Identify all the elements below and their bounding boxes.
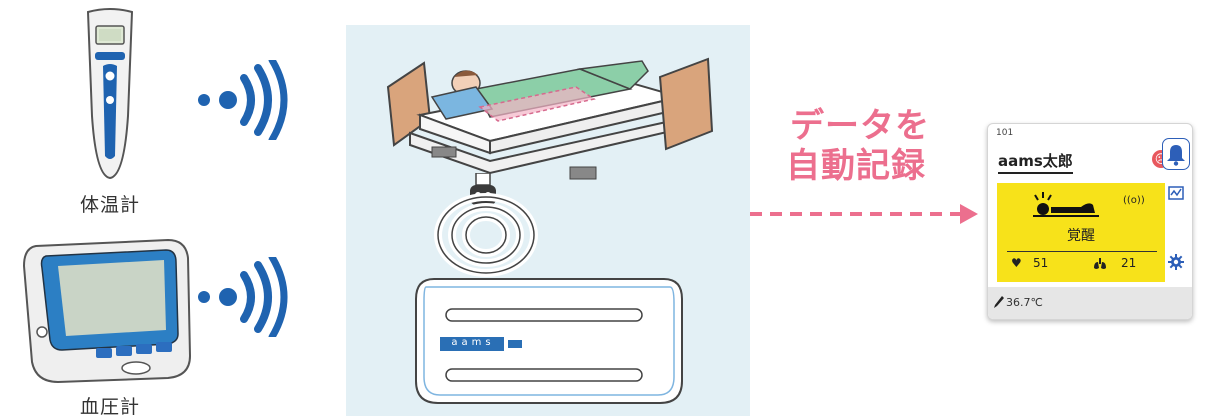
temperature-value: 36.7℃ [1006, 296, 1043, 309]
bell-button[interactable] [1162, 138, 1190, 170]
gear-icon[interactable] [1168, 254, 1184, 270]
sensor-pad-illustration [415, 278, 683, 404]
room-number: 101 [996, 128, 1014, 138]
thermometer-illustration [86, 8, 134, 180]
auto-record-line-2: 自動記録 [786, 146, 926, 186]
patient-monitor-card[interactable]: 101 aams太郎 ☹ ((o)) 覚醒 ♥ 51 [987, 123, 1193, 320]
auto-record-line-1: データを [790, 106, 930, 146]
card-footer: 36.7℃ [988, 287, 1192, 319]
bed-sensor-panel: aams [346, 25, 750, 416]
heart-rate-value: 51 [1033, 256, 1049, 270]
lungs-icon [1094, 258, 1106, 269]
dashed-arrow [750, 204, 978, 224]
auto-record-text: データを 自動記録 [786, 106, 930, 186]
wireless-signal-icon: ((o)) [1123, 195, 1145, 206]
wireless-signal-icon [198, 60, 288, 140]
status-panel: ((o)) 覚醒 ♥ 51 21 [997, 183, 1165, 282]
bell-icon [1167, 145, 1185, 166]
blood-pressure-label: 血圧計 [80, 396, 141, 418]
wireless-signal-icon [198, 257, 288, 337]
bed-illustration [386, 57, 714, 180]
lying-person-icon [1033, 192, 1099, 217]
heart-icon: ♥ [1011, 256, 1022, 270]
sensor-cable-illustration [434, 173, 538, 277]
chart-icon[interactable] [1168, 186, 1184, 200]
patient-name[interactable]: aams太郎 [998, 150, 1073, 174]
sensor-brand-logo: aams [451, 337, 495, 348]
divider [1007, 251, 1157, 252]
thermometer-label: 体温計 [80, 194, 141, 216]
state-label: 覚醒 [1067, 228, 1095, 244]
pen-icon [994, 296, 1004, 308]
blood-pressure-monitor-illustration [22, 238, 192, 384]
respiration-rate-value: 21 [1121, 256, 1137, 270]
